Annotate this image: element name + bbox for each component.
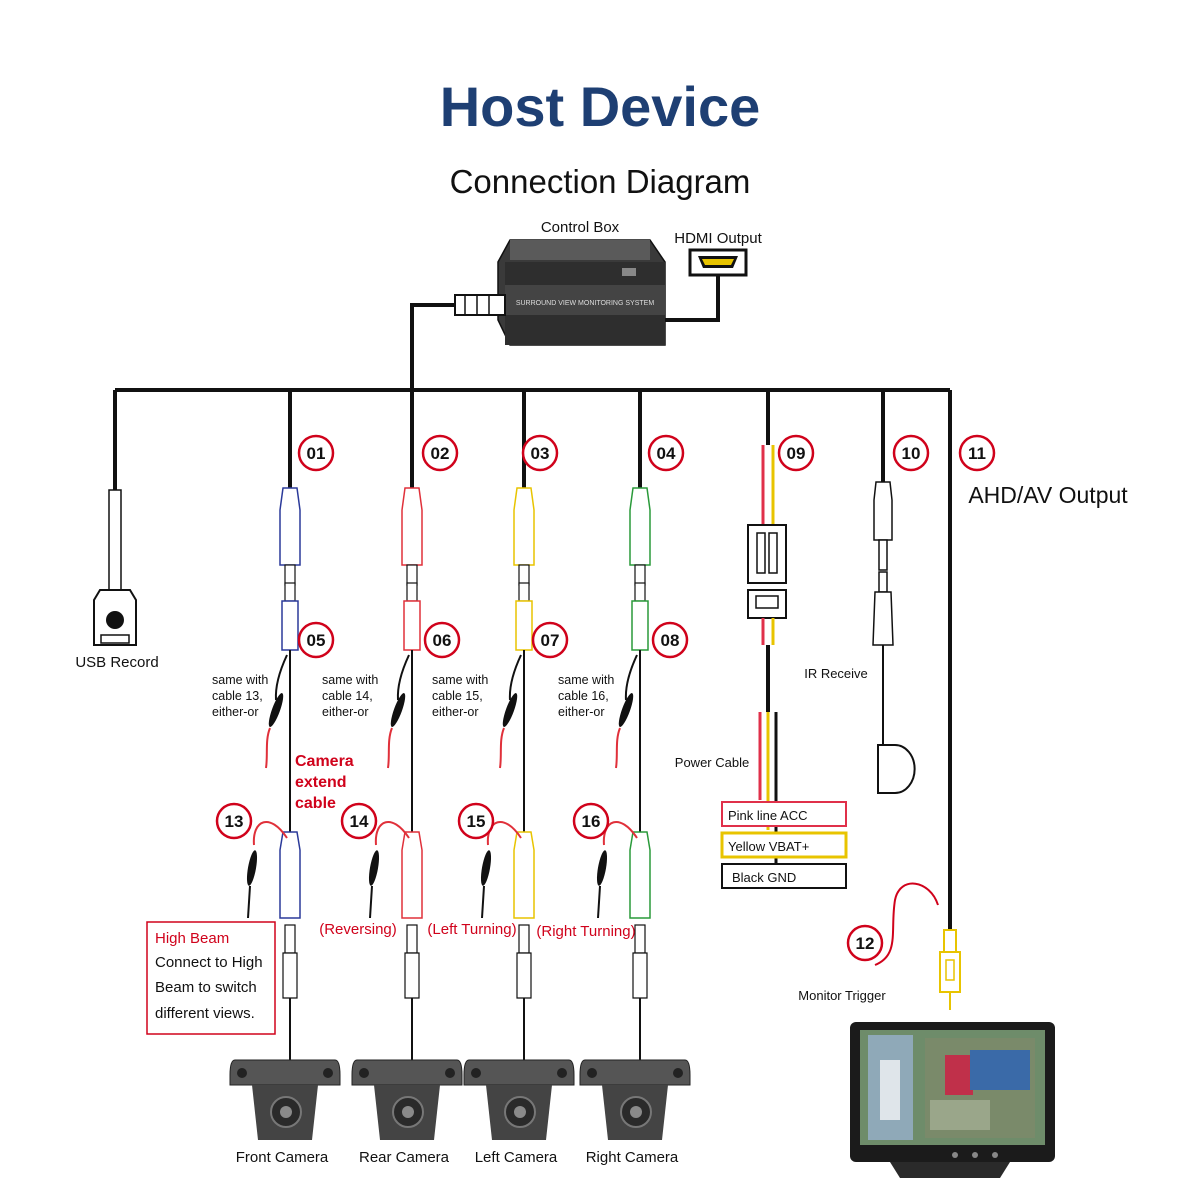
trigger-label-right-turning: (Right Turning) xyxy=(536,923,635,940)
cable-number-badge-07: 07 xyxy=(531,621,569,659)
same-with-note-2-line-2: cable 14, xyxy=(322,689,373,703)
wire-vbat-label: Yellow VBAT+ xyxy=(728,839,809,854)
camera-icon-front xyxy=(229,1059,341,1140)
harness-trunk xyxy=(410,303,455,390)
rca-connector-icon xyxy=(939,929,961,1010)
usb-label: USB Record xyxy=(75,654,158,671)
same-with-note-2-line-3: either-or xyxy=(322,705,369,719)
same-with-note-1-line-2: cable 13, xyxy=(212,689,263,703)
cable-number-text: 11 xyxy=(968,444,986,463)
camera-extend-line-1: Camera xyxy=(295,753,354,770)
camera-channel-left: Left Camera same with cable 15, either-or xyxy=(432,390,575,1166)
ir-cable xyxy=(872,390,916,794)
cable-number-badge-13: 13 xyxy=(215,802,253,840)
camera-icon-left xyxy=(463,1059,575,1140)
cable-number-text: 08 xyxy=(661,631,680,650)
cable-number-badge-11: 11 xyxy=(958,434,996,472)
high-beam-line-2: Beam to switch xyxy=(155,979,257,996)
cable-number-text: 13 xyxy=(225,812,244,831)
trigger-label-reversing: (Reversing) xyxy=(319,921,397,938)
same-with-note-3-line-2: cable 15, xyxy=(432,689,483,703)
cable-number-badge-08: 08 xyxy=(651,621,689,659)
wire-gnd-label: Black GND xyxy=(732,870,796,885)
page-subtitle: Connection Diagram xyxy=(450,163,751,200)
cable-number-text: 12 xyxy=(856,934,875,953)
box-connector-icon xyxy=(454,294,506,316)
cable-number-badge-14: 14 xyxy=(340,802,378,840)
cable-number-badge-10: 10 xyxy=(892,434,930,472)
wire-acc-label: Pink line ACC xyxy=(728,808,807,823)
high-beam-note: High Beam Connect to High Beam to switch… xyxy=(146,921,276,1035)
same-with-note-4-line-2: cable 16, xyxy=(558,689,609,703)
camera-label-rear: Rear Camera xyxy=(359,1149,450,1166)
cable-number-badge-02: 02 xyxy=(421,434,459,472)
same-with-note-4-line-3: either-or xyxy=(558,705,605,719)
same-with-note-1-line-3: either-or xyxy=(212,705,259,719)
camera-channel-rear: Rear Camera same with cable 14, either-or xyxy=(322,390,463,1166)
camera-extend-line-2: extend xyxy=(295,774,347,791)
usb-connector-icon xyxy=(93,489,137,646)
high-beam-heading: High Beam xyxy=(155,930,229,947)
same-with-note-4-line-1: same with xyxy=(558,673,614,687)
cable-number-text: 10 xyxy=(902,444,921,463)
cable-number-text: 14 xyxy=(350,812,369,831)
ir-receive-label: IR Receive xyxy=(804,666,868,681)
control-box-label: Control Box xyxy=(541,219,620,236)
monitor-trigger-wire xyxy=(874,882,939,966)
camera-label-front: Front Camera xyxy=(236,1149,329,1166)
trigger-label-left-turning: (Left Turning) xyxy=(427,921,516,938)
cable-number-badge-03: 03 xyxy=(521,434,559,472)
cable-number-badge-06: 06 xyxy=(423,621,461,659)
camera-icon-rear xyxy=(351,1059,463,1140)
hdmi-port-icon xyxy=(688,248,748,277)
high-beam-line-3: different views. xyxy=(155,1005,255,1022)
same-with-note-1-line-1: same with xyxy=(212,673,268,687)
cable-number-text: 09 xyxy=(787,444,806,463)
cable-number-text: 06 xyxy=(433,631,452,650)
cable-number-badge-09: 09 xyxy=(777,434,815,472)
cable-number-badge-15: 15 xyxy=(457,802,495,840)
camera-icon-right xyxy=(579,1059,691,1140)
cable-number-text: 07 xyxy=(541,631,560,650)
camera-label-left: Left Camera xyxy=(475,1149,558,1166)
same-with-note-3-line-3: either-or xyxy=(432,705,479,719)
control-box-brand: SURROUND VIEW MONITORING SYSTEM xyxy=(516,300,654,307)
cable-number-badge-16: 16 xyxy=(572,802,610,840)
cable-number-text: 04 xyxy=(657,444,676,463)
cable-number-text: 05 xyxy=(307,631,326,650)
hdmi-label: HDMI Output xyxy=(674,230,762,247)
cable-number-text: 16 xyxy=(582,812,601,831)
cable-number-text: 02 xyxy=(431,444,450,463)
cable-number-badge-04: 04 xyxy=(647,434,685,472)
camera-label-right: Right Camera xyxy=(586,1149,679,1166)
monitor-trigger-label: Monitor Trigger xyxy=(798,988,886,1003)
cable-number-text: 01 xyxy=(307,444,326,463)
page-title: Host Device xyxy=(440,75,761,138)
camera-channel-right: Right Camera same with cable 16, either-or xyxy=(558,390,691,1166)
power-cable xyxy=(747,390,787,865)
control-box: SURROUND VIEW MONITORING SYSTEM xyxy=(497,239,666,346)
led-icon xyxy=(622,268,636,276)
cable-number-badge-05: 05 xyxy=(297,621,335,659)
camera-channel-front: Front Camera same with cable 13, either-or xyxy=(212,390,341,1166)
high-beam-line-1: Connect to High xyxy=(155,954,263,971)
same-with-note-3-line-1: same with xyxy=(432,673,488,687)
hdmi-cable xyxy=(665,276,720,322)
cable-number-text: 03 xyxy=(531,444,550,463)
power-wire-legend: Pink line ACC Yellow VBAT+ Black GND xyxy=(720,801,848,889)
camera-extend-line-3: cable xyxy=(295,795,336,812)
cable-number-badge-01: 01 xyxy=(297,434,335,472)
power-cable-label: Power Cable xyxy=(675,755,749,770)
cable-number-badge-12: 12 xyxy=(846,924,884,962)
same-with-note-2-line-1: same with xyxy=(322,673,378,687)
cable-number-text: 15 xyxy=(467,812,486,831)
ahd-output-label: AHD/AV Output xyxy=(968,482,1128,508)
monitor-icon xyxy=(850,1022,1055,1178)
